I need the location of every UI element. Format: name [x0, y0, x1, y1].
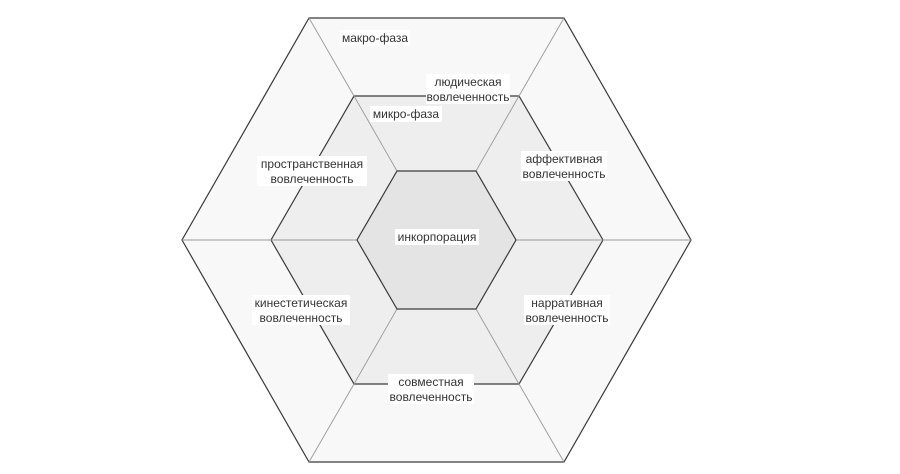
outer-segment-lines — [182, 17, 691, 463]
inner-line-bottom-left — [353, 308, 398, 385]
ludic-label-group: людическая вовлеченность — [426, 74, 510, 104]
segment-line-top-right — [518, 17, 565, 97]
affective-label-line1: аффективная — [526, 152, 603, 166]
kinesthetic-label-line1: кинестетическая — [255, 296, 348, 310]
segment-line-bottom-left — [308, 383, 355, 463]
spatial-label-line2: вовлеченность — [271, 172, 354, 186]
spatial-label-line1: пространственная — [261, 157, 363, 171]
ludic-label-line2: вовлеченность — [427, 90, 510, 104]
narrative-label-group: нарративная вовлеченность — [524, 295, 610, 325]
kinesthetic-label-line2: вовлеченность — [260, 311, 343, 325]
narrative-label-line2: вовлеченность — [526, 311, 609, 325]
shared-label-group: совместная вовлеченность — [388, 374, 474, 404]
micro-phase-label-group: микро-фаза — [370, 106, 442, 122]
inner-line-bottom-right — [475, 308, 520, 385]
spatial-label-group: пространственная вовлеченность — [257, 156, 367, 186]
affective-label-line2: вовлеченность — [523, 167, 606, 181]
shared-label-line2: вовлеченность — [390, 390, 473, 404]
kinesthetic-label-group: кинестетическая вовлеченность — [252, 295, 350, 325]
micro-phase-label: микро-фаза — [373, 107, 439, 121]
narrative-label-line1: нарративная — [531, 296, 602, 310]
inner-segment-lines — [271, 95, 603, 385]
center-label: инкорпорация — [398, 230, 477, 244]
segment-line-bottom-right — [518, 383, 565, 463]
ludic-label-line1: людическая — [434, 75, 501, 89]
affective-label-group: аффективная вовлеченность — [521, 151, 607, 181]
shared-label-line1: совместная — [398, 375, 463, 389]
inner-line-top-right — [475, 95, 520, 172]
labels-group: макро-фаза микро-фаза инкорпорация людич… — [252, 30, 610, 404]
inner-line-top-left — [353, 95, 398, 172]
segment-line-top-left — [308, 17, 355, 97]
macro-phase-label-group: макро-фаза — [340, 30, 410, 46]
center-label-group: инкорпорация — [395, 229, 479, 245]
macro-phase-label: макро-фаза — [342, 31, 408, 45]
